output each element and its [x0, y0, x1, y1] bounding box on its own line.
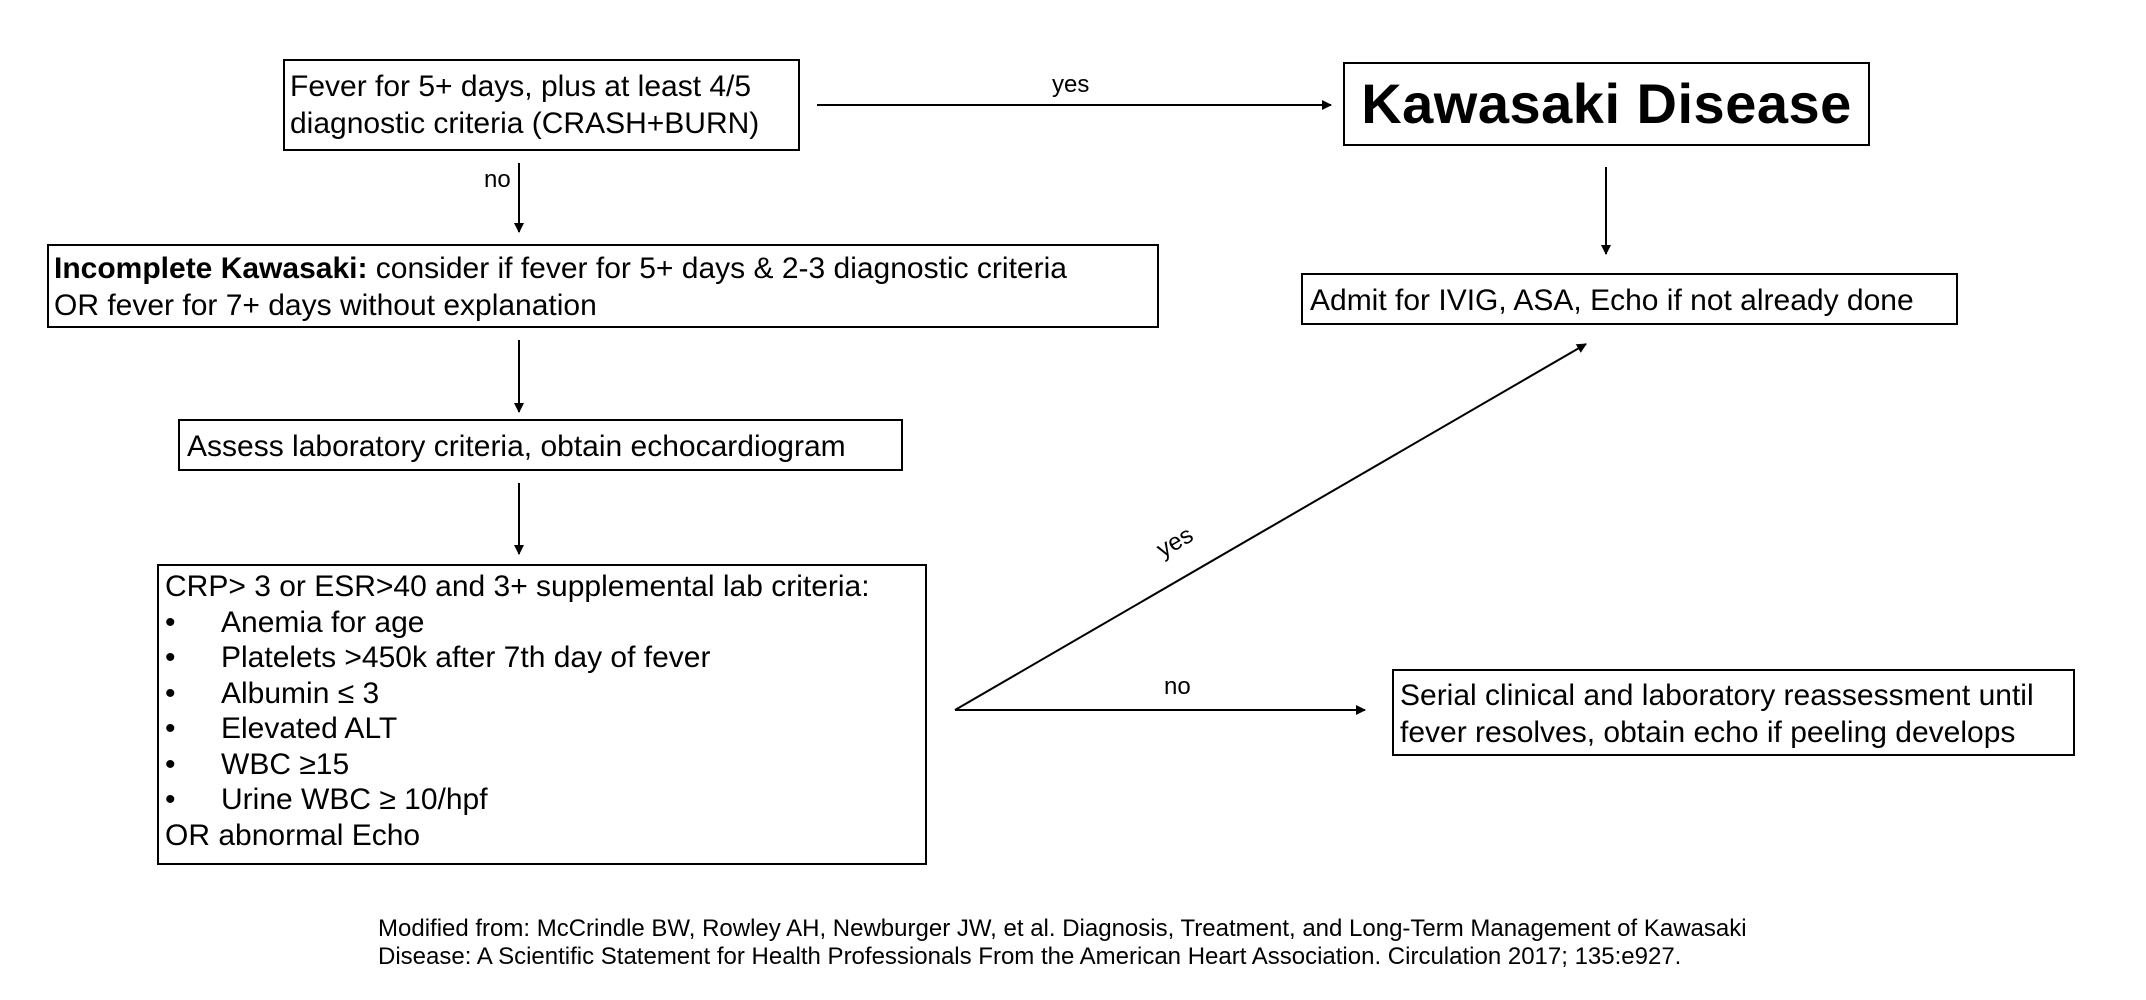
fever-criteria-line-1: Fever for 5+ days, plus at least 4/5 — [290, 70, 752, 103]
bullet-icon: • — [165, 747, 176, 781]
lab-criteria-item: • Platelets >450k after 7th day of fever — [165, 640, 919, 676]
citation-line-2: Disease: A Scientific Statement for Heal… — [378, 943, 1682, 970]
incomplete-kawasaki-line-2: OR fever for 7+ days without explanation — [54, 288, 597, 322]
kawasaki-disease-title: Kawasaki Disease — [1361, 71, 1852, 135]
lab-criteria-header: CRP> 3 or ESR>40 and 3+ supplemental lab… — [165, 570, 870, 603]
bullet-icon: • — [165, 641, 176, 674]
incomplete-kawasaki-box: Incomplete Kawasaki: consider if fever f… — [47, 244, 1159, 328]
serial-reassessment-line-1: Serial clinical and laboratory reassessm… — [1400, 679, 2034, 712]
lab-criteria-item-text: Elevated ALT — [221, 712, 398, 745]
lab-criteria-item-text: Albumin ≤ 3 — [221, 676, 380, 710]
citation-line-1: Modified from: McCrindle BW, Rowley AH, … — [378, 915, 1747, 942]
lab-criteria-item-text: WBC ≥15 — [221, 747, 350, 781]
lab-criteria-item-text: Platelets >450k after 7th day of fever — [221, 641, 711, 674]
lab-criteria-footer: OR abnormal Echo — [165, 818, 421, 852]
kawasaki-disease-box: Kawasaki Disease — [1343, 62, 1870, 146]
bullet-icon: • — [165, 783, 176, 816]
arrow-lab-to-admit — [954, 343, 1587, 711]
lab-criteria-item: • Albumin ≤ 3 — [165, 676, 919, 712]
admit-treatment-box: Admit for IVIG, ASA, Echo if not already… — [1301, 273, 1958, 325]
lab-criteria-item: • Anemia for age — [165, 605, 919, 641]
lab-criteria-item: • Urine WBC ≥ 10/hpf — [165, 782, 919, 818]
incomplete-kawasaki-line-1-text: consider if fever for 5+ days & 2-3 diag… — [367, 252, 1067, 285]
incomplete-kawasaki-heading: Incomplete Kawasaki: — [54, 252, 368, 285]
bullet-icon: • — [165, 676, 176, 710]
lab-criteria-item-text: Anemia for age — [221, 605, 425, 639]
bullet-icon: • — [165, 712, 176, 745]
lab-criteria-item: • Elevated ALT — [165, 711, 919, 747]
lab-criteria-item: • WBC ≥15 — [165, 747, 919, 783]
serial-reassessment-line-2: fever resolves, obtain echo if peeling d… — [1400, 715, 2016, 749]
incomplete-kawasaki-line-1: Incomplete Kawasaki: consider if fever f… — [54, 251, 1151, 288]
bullet-icon: • — [165, 605, 176, 639]
edge-label-no-right: no — [1164, 673, 1191, 700]
edge-label-no-top: no — [484, 166, 511, 193]
serial-reassessment-box: Serial clinical and laboratory reassessm… — [1392, 669, 2075, 756]
fever-criteria-box: Fever for 5+ days, plus at least 4/5 dia… — [283, 59, 800, 151]
edge-label-yes-top: yes — [1052, 71, 1090, 98]
admit-treatment-text: Admit for IVIG, ASA, Echo if not already… — [1310, 284, 1914, 317]
lab-criteria-item-text: Urine WBC ≥ 10/hpf — [221, 783, 488, 816]
fever-criteria-line-2: diagnostic criteria (CRASH+BURN) — [290, 106, 760, 140]
citation: Modified from: McCrindle BW, Rowley AH, … — [378, 915, 1747, 971]
lab-criteria-box: CRP> 3 or ESR>40 and 3+ supplemental lab… — [157, 564, 927, 865]
assess-lab-criteria-text: Assess laboratory criteria, obtain echoc… — [187, 430, 846, 463]
assess-lab-criteria-box: Assess laboratory criteria, obtain echoc… — [178, 419, 903, 471]
